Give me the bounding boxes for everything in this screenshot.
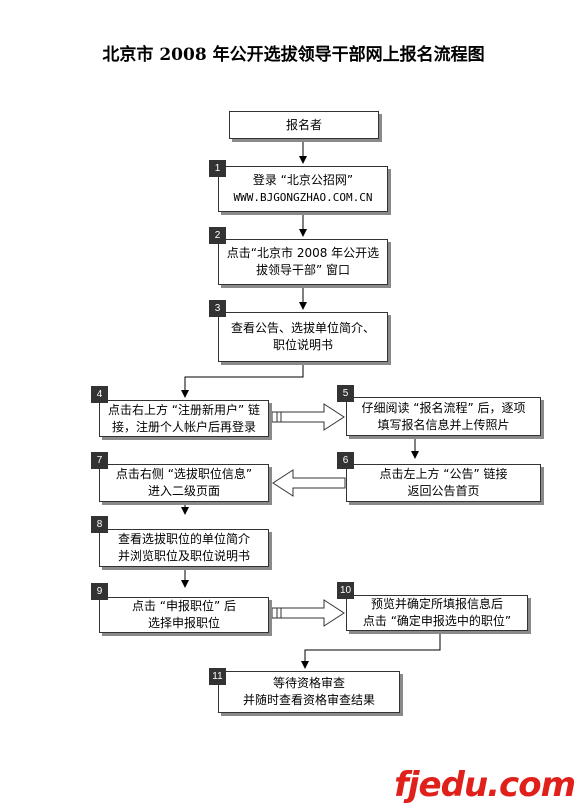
step-2-line-1: 点击“北京市 2008 年公开选 [226,246,380,260]
arrow-10-11 [301,631,441,669]
step-8-line-1: 查看选拔职位的单位简介 [117,532,250,546]
step-1-line-1: 登录 “北京公招网” [252,173,354,187]
step-number-7: 7 [91,452,108,469]
step-2-line-2: 拔领导干部” 窗口 [255,263,351,277]
flow-step-2: 点击“北京市 2008 年公开选 拔领导干部” 窗口 [218,239,388,285]
step-10-line-2: 点击 “确定申报选中的职位” [362,614,512,628]
step-number-8: 8 [91,516,108,533]
step-3-line-2: 职位说明书 [272,338,333,352]
hollow-arrow-9-10 [271,599,345,627]
step-6-line-2: 返回公告首页 [407,484,480,498]
step-5-line-1: 仔细阅读 “报名流程” 后，逐项 [361,400,526,415]
flow-step-8: 查看选拔职位的单位简介 并浏览职位及职位说明书 [99,529,269,567]
step-11-line-1: 等待资格审查 [272,676,345,690]
step-6-line-1: 点击左上方 “公告” 链接 [379,467,508,481]
step-4-line-1: 点击右上方 “注册新用户” 链 [107,402,261,417]
hollow-arrow-6-7 [272,469,346,497]
step-number-10: 10 [337,582,354,599]
step-3-line-1: 查看公告、选拔单位简介、 [230,321,375,335]
step-number-1: 1 [209,160,226,177]
step-4-line-2: 接，注册个人帐户后再登录 [111,419,256,434]
step-10-line-1: 预览并确定所填报信息后 [370,597,503,611]
step-7-line-1: 点击右侧 “选拔职位信息” [115,467,253,481]
step-9-line-2: 选择申报职位 [147,616,220,630]
step-number-6: 6 [337,452,354,469]
step-number-11: 11 [209,668,226,685]
flow-step-7: 点击右侧 “选拔职位信息” 进入二级页面 [99,464,269,502]
flow-step-9: 点击 “申报职位” 后 选择申报职位 [99,597,269,633]
step-number-3: 3 [209,300,226,317]
flow-step-3: 查看公告、选拔单位简介、 职位说明书 [218,312,388,362]
flow-step-1: 登录 “北京公招网” WWW.BJGONGZHAO.COM.CN [218,166,388,212]
step-0-line-1: 报名者 [285,117,322,132]
step-8-line-2: 并浏览职位及职位说明书 [117,549,250,563]
flow-step-5: 仔细阅读 “报名流程” 后，逐项 填写报名信息并上传照片 [346,397,541,436]
flow-step-start: 报名者 [229,111,379,139]
step-number-4: 4 [91,386,108,403]
step-number-2: 2 [209,227,226,244]
flow-step-4: 点击右上方 “注册新用户” 链 接，注册个人帐户后再登录 [99,400,269,437]
step-9-line-1: 点击 “申报职位” 后 [131,599,237,613]
page-title: 北京市 2008 年公开选拔领导干部网上报名流程图 [102,45,485,65]
flow-step-6: 点击左上方 “公告” 链接 返回公告首页 [346,464,541,502]
flow-step-10: 预览并确定所填报信息后 点击 “确定申报选中的职位” [346,595,528,631]
watermark-logo: fjedu.com [394,765,576,805]
step-5-line-2: 填写报名信息并上传照片 [377,417,510,432]
arrow-3-4 [181,362,304,398]
step-1-line-2: WWW.BJGONGZHAO.COM.CN [233,191,373,204]
step-7-line-2: 进入二级页面 [147,484,220,498]
step-number-5: 5 [337,385,354,402]
flow-step-11: 等待资格审查 并随时查看资格审查结果 [218,671,400,713]
step-number-9: 9 [91,583,108,600]
hollow-arrow-4-5 [271,403,345,431]
step-11-line-2: 并随时查看资格审查结果 [242,693,375,707]
